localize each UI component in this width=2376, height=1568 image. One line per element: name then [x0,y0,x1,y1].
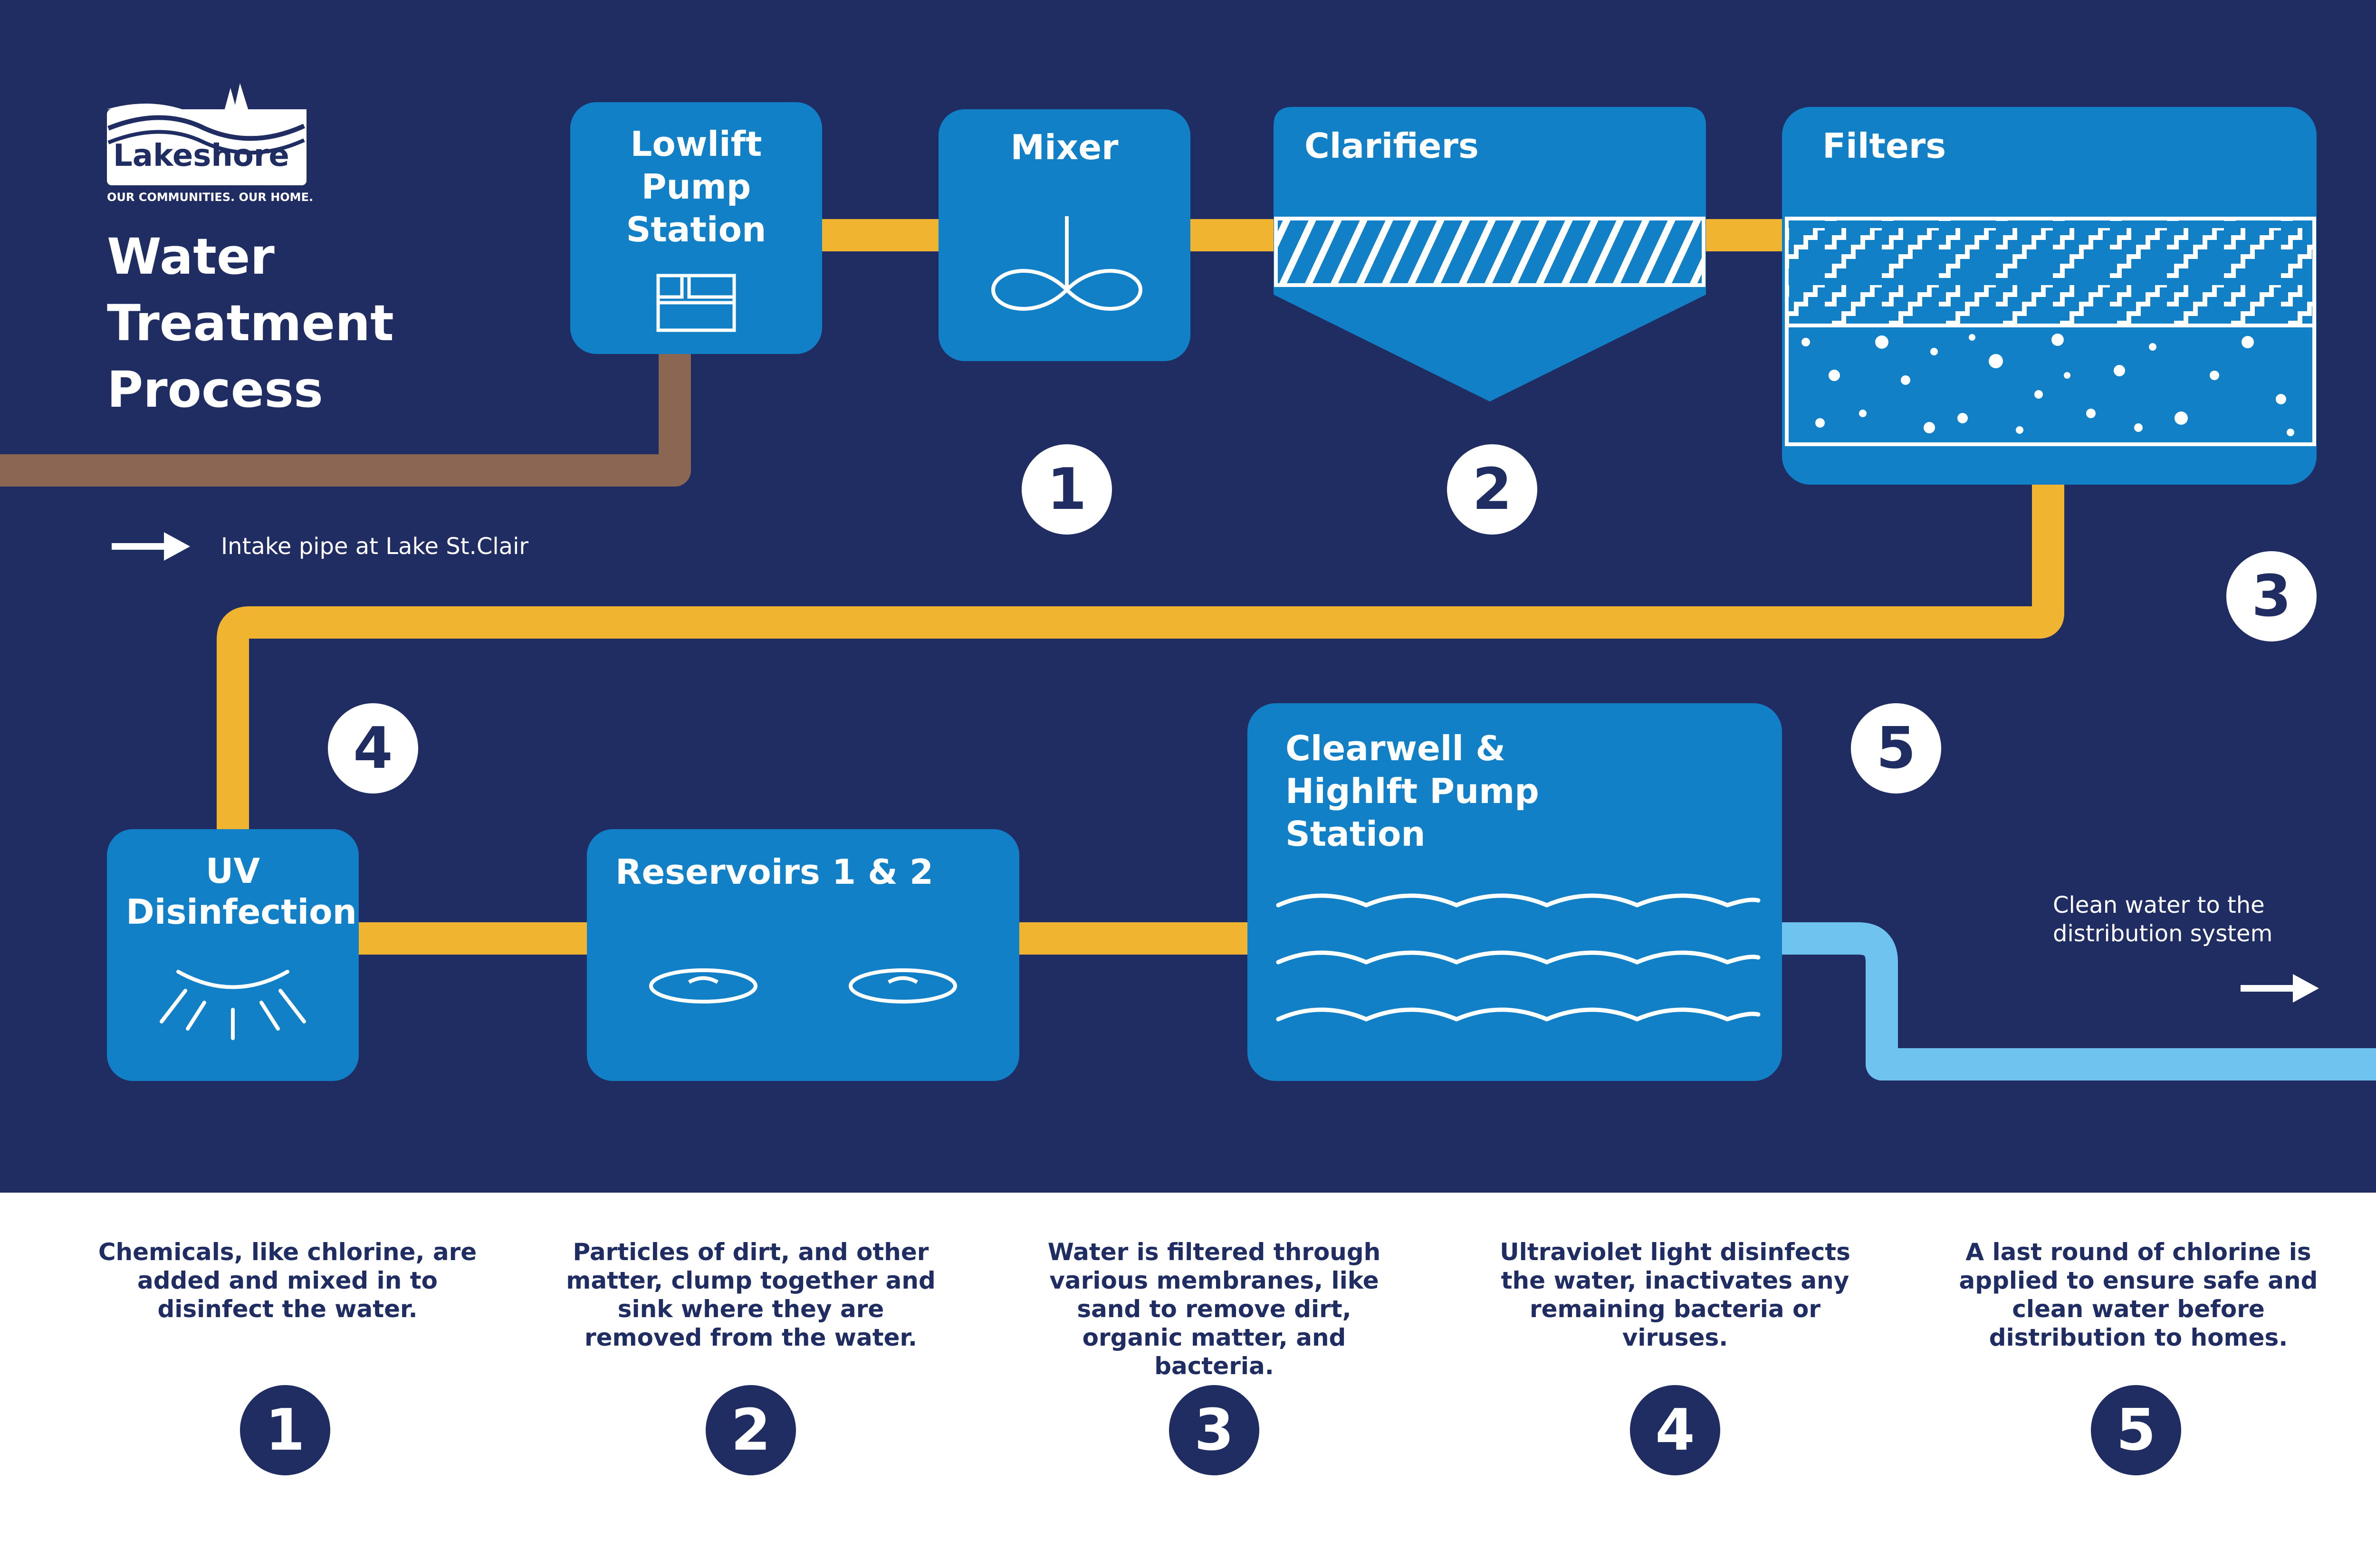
marker-5: 5 [1851,703,1941,794]
step-2-text: Particles of dirt, and other matter, clu… [566,1238,936,1351]
page-title: Water Treatment Process [107,223,394,423]
title-line-3: Process [107,361,323,419]
marker-2: 2 [1447,444,1537,535]
description-background [0,1193,2376,1568]
step-2-number: 2 [706,1385,796,1475]
filters-label: Filters [1822,126,1946,166]
intake-pipe [0,333,691,487]
logo-tagline: OUR COMMUNITIES. OUR HOME. [107,191,314,204]
intake-legend-label: Intake pipe at Lake St.Clair [221,533,529,560]
step-3-number: 3 [1169,1385,1259,1475]
logo-name: Lakeshore [113,138,289,173]
lowlift-pump-station-box [570,102,822,354]
step-1-number: 1 [240,1385,330,1475]
water-waves-icon [1276,893,1761,1022]
mixer-box [939,109,1190,361]
clearwell-highlift-label: Clearwell & Highlft Pump Station [1285,728,1539,854]
uv-disinfection-label: UV Disinfection [126,851,357,932]
outlet-label: Clean water to the distribution system [2053,892,2273,947]
marker-4: 4 [328,703,418,794]
marker-1: 1 [1022,444,1112,535]
clearwell-highlift-box [1247,703,1782,1081]
title-line-2: Treatment [107,294,394,352]
pipe-filters-uv [217,480,2064,846]
reservoirs-label: Reservoirs 1 & 2 [615,852,934,892]
reservoirs-box [587,829,1019,1081]
lowlift-pump-station-label: Lowlift Pump Station [626,124,766,249]
step-1-text: Chemicals, like chlorine, are added and … [98,1238,477,1323]
outlet-arrow-icon [2241,974,2319,1003]
step-4-text: Ultraviolet light disinfects the water, … [1500,1238,1850,1351]
step-3-text: Water is filtered through various membra… [1047,1238,1381,1380]
step-5-text: A last round of chlorine is applied to e… [1959,1238,2318,1351]
clarifier-icon [1274,217,1705,287]
filter-icon [1785,217,2316,446]
marker-3: 3 [2226,551,2317,641]
title-line-1: Water [107,228,275,286]
lakeshore-logo [107,83,307,185]
reservoir-icon [649,968,957,1004]
uv-lamp-icon [160,970,306,1040]
uv-disinfection-box [107,829,359,1081]
mixer-label: Mixer [1010,127,1119,167]
clarifiers-label: Clarifiers [1304,126,1479,166]
clean-water-pipe [1777,922,2376,1080]
arrow-right-icon [112,532,190,561]
step-4-number: 4 [1630,1385,1720,1475]
mixer-icon [991,216,1143,311]
step-5-number: 5 [2091,1385,2181,1475]
pump-icon [656,274,736,332]
